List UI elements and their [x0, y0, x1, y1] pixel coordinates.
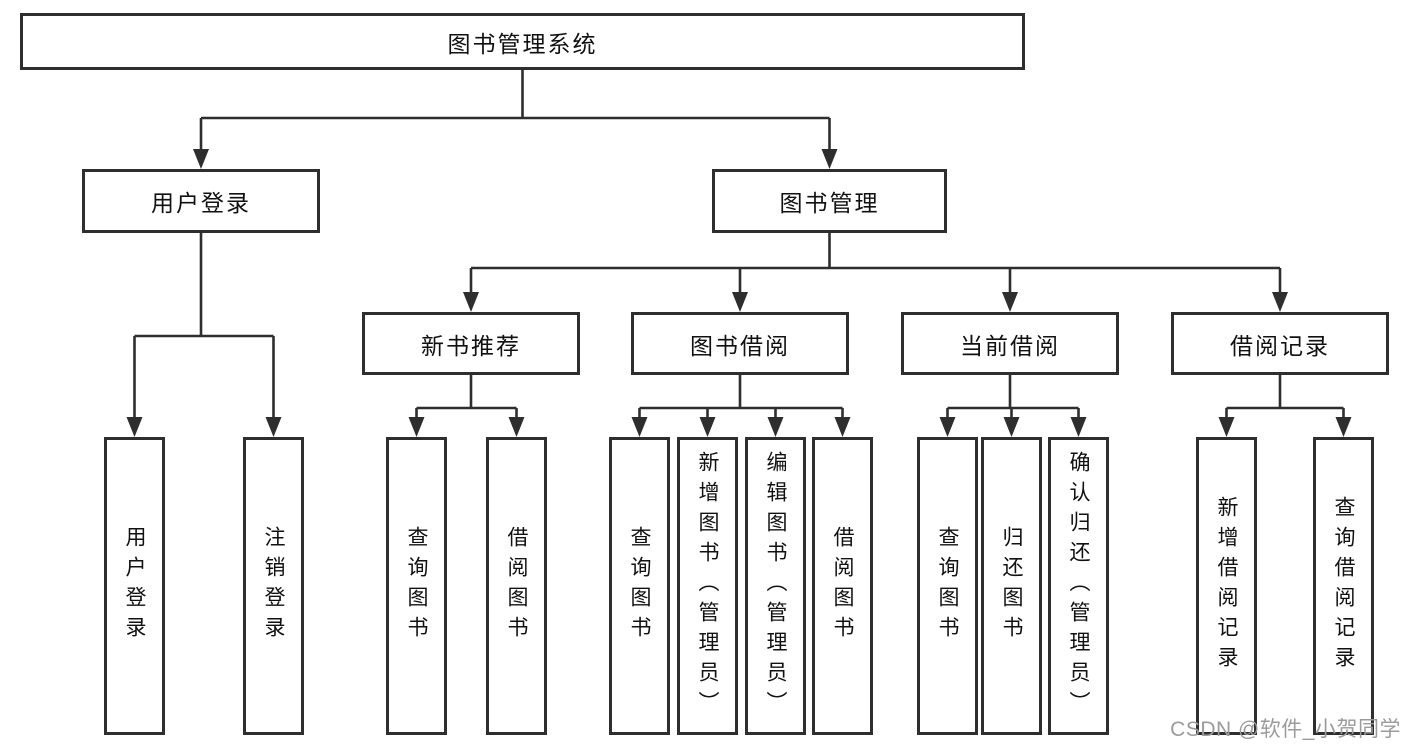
leaf-borrow-books-label: 借阅图书	[831, 526, 854, 646]
leaf-query-books-borrowing: 查询图书	[609, 437, 670, 735]
node-library-management-system: 图书管理系统	[20, 13, 1025, 70]
leaf-query-books-current-label: 查询图书	[936, 526, 959, 646]
leaf-add-books-admin-label: 新增图书（管理员）	[696, 451, 719, 721]
arrowheads	[126, 149, 1352, 437]
leaf-logout: 注销登录	[243, 437, 304, 735]
leaf-user-login-label: 用户登录	[123, 526, 146, 646]
leaf-user-login: 用户登录	[104, 437, 165, 735]
node-user-login: 用户登录	[82, 169, 320, 233]
leaf-logout-label: 注销登录	[262, 526, 285, 646]
leaf-add-borrow-record-label: 新增借阅记录	[1215, 496, 1238, 676]
node-current-borrowing: 当前借阅	[901, 312, 1119, 375]
leaf-return-books-label: 归还图书	[1000, 526, 1023, 646]
leaf-query-books-recommend: 查询图书	[386, 437, 447, 735]
node-new-book-recommend: 新书推荐	[362, 312, 580, 375]
leaf-return-books: 归还图书	[981, 437, 1042, 735]
leaf-add-borrow-record: 新增借阅记录	[1196, 437, 1257, 735]
leaf-query-books-borrowing-label: 查询图书	[628, 526, 651, 646]
leaf-query-borrow-record-label: 查询借阅记录	[1332, 496, 1355, 676]
leaf-borrow-books-recommend: 借阅图书	[486, 437, 547, 735]
leaf-query-borrow-record: 查询借阅记录	[1313, 437, 1374, 735]
node-borrowing-records: 借阅记录	[1171, 312, 1389, 375]
leaf-borrow-books: 借阅图书	[812, 437, 873, 735]
node-book-borrowing: 图书借阅	[631, 312, 849, 375]
leaf-confirm-return-admin: 确认归还（管理员）	[1048, 437, 1109, 735]
leaf-borrow-books-recommend-label: 借阅图书	[505, 526, 528, 646]
leaf-edit-books-admin: 编辑图书（管理员）	[745, 437, 806, 735]
leaf-query-books-current: 查询图书	[917, 437, 978, 735]
connector-lines	[133, 70, 1345, 421]
leaf-query-books-recommend-label: 查询图书	[405, 526, 428, 646]
csdn-watermark: CSDN @软件_小贺同学	[1170, 718, 1401, 741]
node-book-management: 图书管理	[712, 169, 947, 233]
leaf-confirm-return-admin-label: 确认归还（管理员）	[1067, 451, 1090, 721]
leaf-add-books-admin: 新增图书（管理员）	[677, 437, 738, 735]
leaf-edit-books-admin-label: 编辑图书（管理员）	[764, 451, 787, 721]
